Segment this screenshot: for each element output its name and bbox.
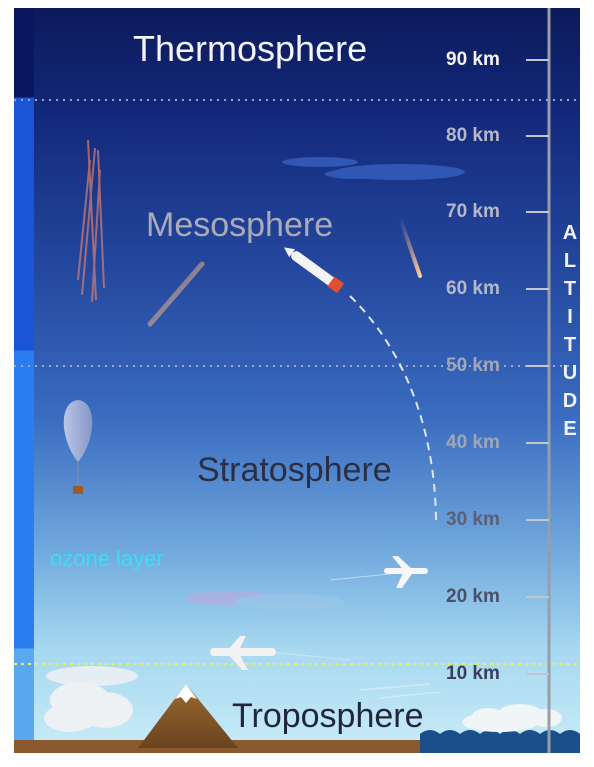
label-stratosphere: Stratosphere <box>197 451 392 489</box>
sky-background <box>14 8 580 753</box>
cirrus-streaks <box>359 683 441 699</box>
tick-30km: 30 km <box>446 509 500 530</box>
meteor-left <box>147 261 205 327</box>
axis-letter: D <box>562 390 578 412</box>
cumulus-cloud <box>462 704 562 732</box>
tick-20km: 20 km <box>446 586 500 607</box>
axis-letter: E <box>563 418 577 440</box>
axis-letter: I <box>567 306 573 328</box>
tick-40km: 40 km <box>446 432 500 453</box>
rocket <box>284 247 345 294</box>
sprite-lightning <box>77 139 105 303</box>
axis-letter: T <box>563 334 577 356</box>
mountain <box>138 684 238 748</box>
weather-balloon <box>63 400 93 494</box>
storm-cloud <box>44 666 138 732</box>
rocket-trajectory <box>349 295 437 521</box>
jet-low <box>210 636 351 670</box>
meteor-right <box>398 216 422 278</box>
axis-letter: L <box>563 250 577 272</box>
altitude-ticks <box>526 59 549 675</box>
tick-60km: 60 km <box>446 278 500 299</box>
jet-high <box>329 556 428 588</box>
label-mesosphere: Mesosphere <box>146 206 334 244</box>
tick-90km: 90 km <box>446 49 500 70</box>
layer-band <box>14 8 34 753</box>
axis-letter: U <box>562 362 578 384</box>
axis-letter: A <box>562 222 578 244</box>
label-thermosphere: Thermosphere <box>133 28 368 69</box>
ozone-haze <box>185 591 345 610</box>
tick-70km: 70 km <box>446 201 500 222</box>
noctilucent-clouds <box>282 157 465 180</box>
axis-letter: T <box>563 278 577 300</box>
tick-10km: 10 km <box>446 663 500 684</box>
label-ozone-layer: ozone layer <box>50 546 164 571</box>
label-troposphere: Troposphere <box>232 697 424 735</box>
tick-80km: 80 km <box>446 125 500 146</box>
tick-50km: 50 km <box>446 355 500 376</box>
